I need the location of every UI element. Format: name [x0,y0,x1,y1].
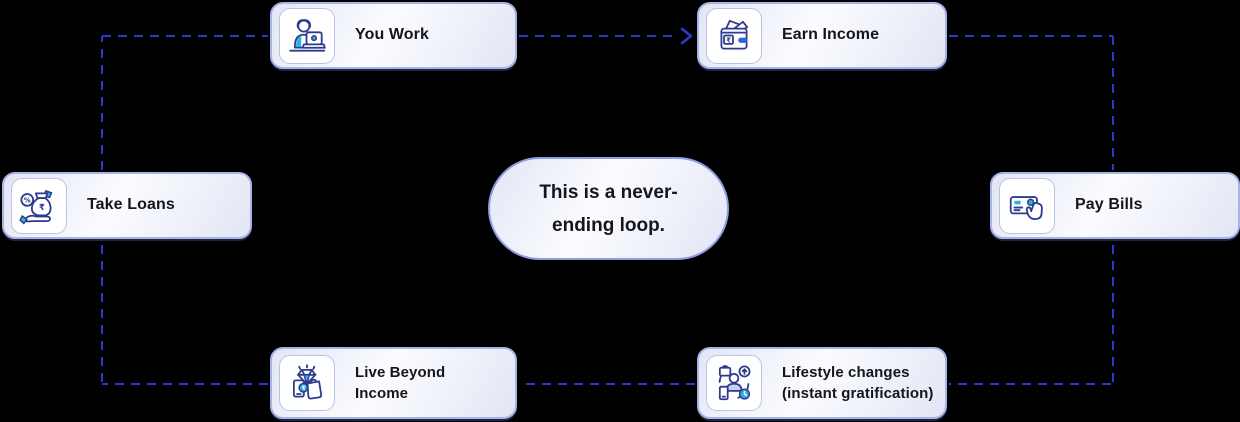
node-earn-income: ₹ Earn Income [697,2,947,69]
node-label: Earn Income [782,26,880,44]
node-label-line1: Lifestyle changes [782,364,910,381]
node-label-line2: Income [355,385,409,402]
lifestyle-upgrade-icon [706,355,762,411]
node-lifestyle-changes: Lifestyle changes (instant gratification… [697,347,947,419]
node-take-loans: ₹ % Take Loans [2,172,252,239]
diamond-shopping-bag-icon: ₹ [279,355,335,411]
center-note-line2: ending loop. [552,214,665,236]
svg-text:%: % [24,196,31,204]
node-live-beyond-income: ₹ Live Beyond Income [270,347,517,419]
svg-text:₹: ₹ [726,36,731,44]
node-label: Live Beyond Income [355,362,445,404]
flow-arrowhead-icon [680,27,693,45]
node-label: Take Loans [87,196,175,214]
hand-credit-card-icon [999,177,1055,234]
center-note: This is a never- ending loop. [488,157,729,260]
node-label: You Work [355,26,429,44]
wallet-rupee-icon: ₹ [706,7,762,64]
node-label: Pay Bills [1075,196,1143,214]
node-label-line2: (instant gratification) [782,385,934,402]
node-you-work: You Work [270,2,517,69]
svg-text:₹: ₹ [39,202,45,212]
hand-money-bag-icon: ₹ % [11,177,67,234]
node-label-line1: Live Beyond [355,364,446,381]
svg-text:₹: ₹ [302,385,306,392]
node-pay-bills: Pay Bills [990,172,1240,239]
person-laptop-icon [279,7,335,64]
node-label: Lifestyle changes (instant gratification… [782,362,933,404]
center-note-line1: This is a never- [539,181,678,203]
